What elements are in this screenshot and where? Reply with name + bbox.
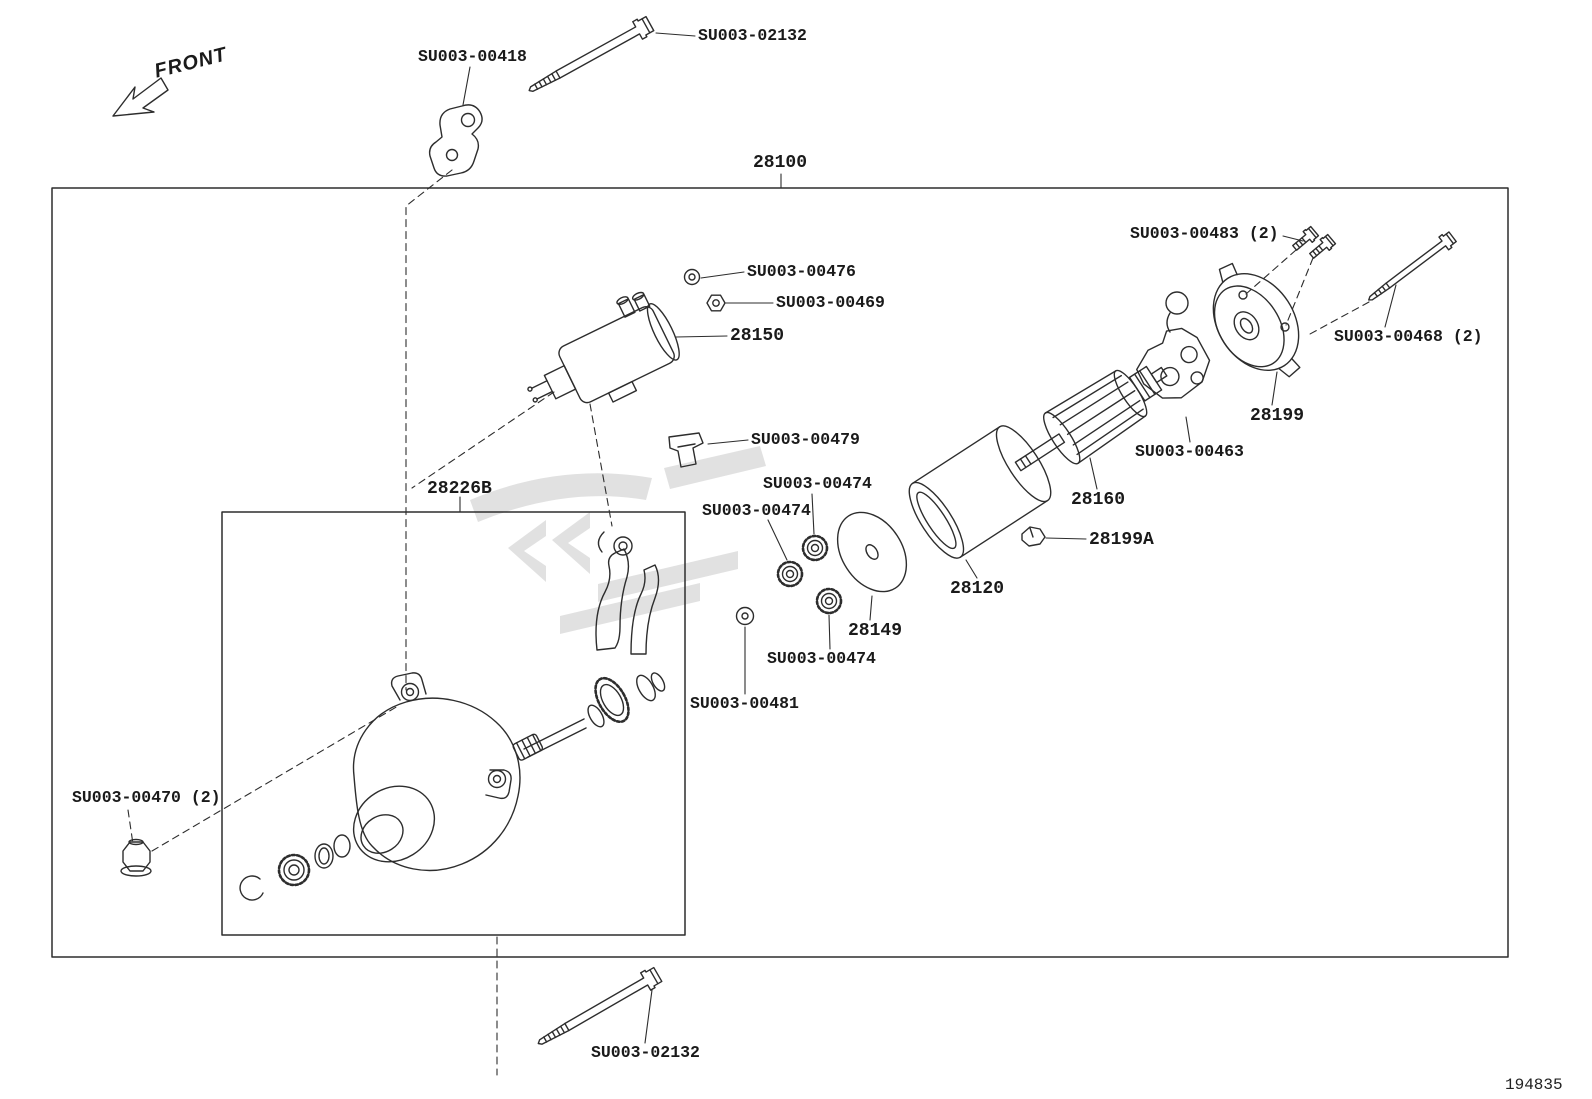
part-label-su003-00476: SU003-00476 [747,262,856,281]
part-label-28199a: 28199A [1089,530,1154,550]
part-label-su003-00470: SU003-00470 (2) [72,788,221,807]
mount-bolt-bottom [532,965,664,1053]
leader-lines [459,32,1397,1044]
front-arrow-icon [112,77,169,117]
assembly-dashed-lines [127,169,1370,1076]
main-assembly-box [51,187,1509,958]
part-label-su003-00474-b: SU003-00474 [702,501,811,520]
through-bolt [1363,229,1459,308]
part-label-su003-00474-a: SU003-00474 [763,474,872,493]
part-label-su003-00474-c: SU003-00474 [767,649,876,668]
part-label-su003-00463: SU003-00463 [1135,442,1244,461]
part-label-su003-00483: SU003-00483 (2) [1130,224,1279,243]
nut-su003-00470 [120,838,152,877]
part-label-su003-02132-top: SU003-02132 [698,26,807,45]
part-label-28199: 28199 [1250,406,1305,426]
mount-bolt-top [523,14,656,100]
clip-28199a [1021,526,1046,547]
part-label-su003-00481: SU003-00481 [690,694,799,713]
part-label-su003-00468: SU003-00468 (2) [1334,327,1483,346]
output-shaft [512,672,666,761]
nut-su003-00469 [706,294,726,312]
part-label-su003-02132-bottom: SU003-02132 [591,1043,700,1062]
stop-collar-rings [314,834,351,869]
bracket-su003-00418 [428,104,483,177]
spline-washer-b [776,560,804,588]
end-frame-28199 [1212,262,1301,378]
drive-lever [595,531,660,655]
spline-washer-c [815,587,843,615]
part-label-su003-00469: SU003-00469 [776,293,885,312]
washer-su003-00481 [735,606,755,626]
part-label-28149: 28149 [848,621,903,641]
plate-28149 [836,511,908,593]
drive-end-housing [352,672,521,872]
clip-su003-00479 [668,432,704,468]
part-label-su003-00418: SU003-00418 [418,47,527,66]
watermark-logo [470,446,766,634]
drawing-number: 194835 [1505,1076,1563,1094]
snap-ring [239,875,264,901]
armature-28160 [1014,365,1168,472]
washer-su003-00476 [683,268,701,286]
part-label-su003-00479: SU003-00479 [751,430,860,449]
pinion-gear [277,853,311,887]
end-frame-screw-2 [1306,233,1337,262]
part-label-28160: 28160 [1071,490,1126,510]
sub-assembly-box [221,511,686,936]
yoke-28120 [908,425,1052,559]
part-label-28120: 28120 [950,579,1005,599]
magnet-switch-28150 [527,291,680,404]
part-label-28226b: 28226B [427,479,492,499]
part-label-28100: 28100 [753,153,808,173]
part-label-28150: 28150 [730,326,785,346]
spline-washer-a [801,534,829,562]
brush-holder-su003-00463 [1136,291,1211,399]
